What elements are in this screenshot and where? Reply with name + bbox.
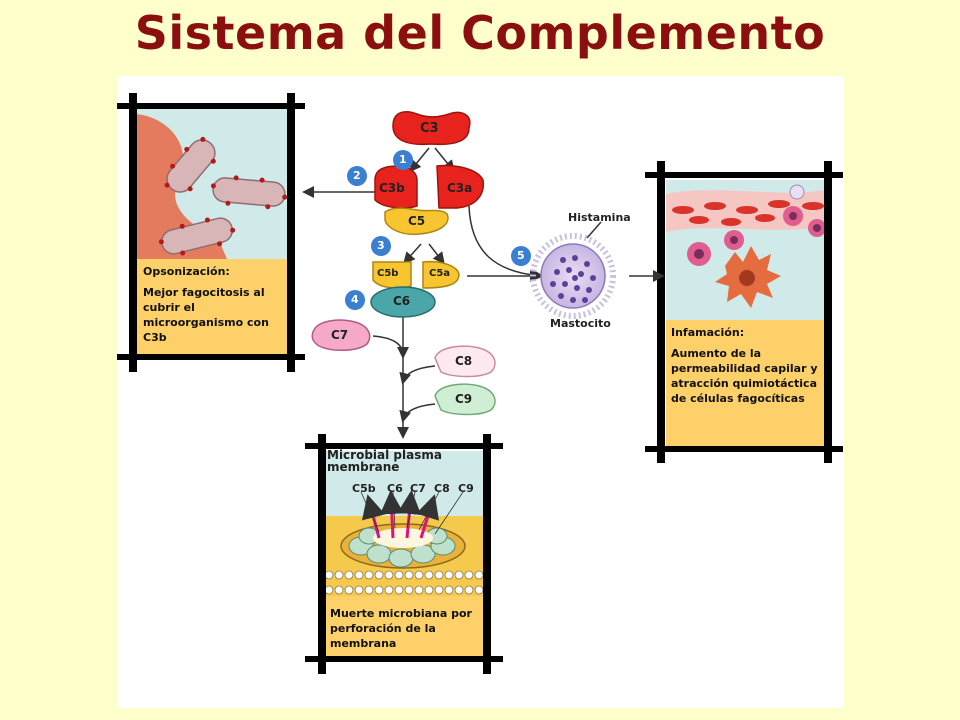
lipid-bilayer	[322, 570, 485, 596]
step-markers	[345, 150, 531, 310]
complement-diagram	[117, 93, 843, 674]
label-c3: C3	[420, 121, 439, 136]
step-3: 3	[377, 239, 385, 252]
step-1: 1	[399, 153, 407, 166]
step-4: 4	[351, 293, 359, 306]
bacteria	[158, 136, 288, 256]
muerte-panel	[305, 434, 503, 674]
protein-c5a	[422, 260, 460, 289]
opsonizacion-panel	[117, 93, 305, 372]
phagocyte-cell	[135, 114, 227, 259]
mast-cell	[530, 233, 616, 319]
label-c9: C9	[455, 392, 473, 406]
label-c6: C6	[393, 294, 411, 308]
step-2: 2	[353, 169, 361, 182]
protein-c7	[311, 319, 371, 351]
step-5: 5	[517, 249, 525, 262]
label-c5a: C5a	[429, 268, 451, 279]
page-title: Sistema del Complemento	[134, 6, 826, 60]
protein-c3b	[374, 165, 418, 209]
inflamacion-panel	[645, 161, 843, 463]
label-c5b: C5b	[377, 268, 399, 279]
label-c3a: C3a	[447, 181, 473, 195]
muerte-text: Muerte microbiana por perforación de la …	[330, 607, 472, 650]
infamacion-heading: Infamación:	[671, 326, 745, 339]
pore-label-c6: C6	[387, 482, 403, 495]
label-c3b: C3b	[379, 181, 405, 195]
protein-c6	[370, 286, 436, 318]
muerte-caption: Muerte microbiana por perforación de la …	[330, 606, 480, 657]
label-c7: C7	[331, 328, 349, 342]
cascade-arrows	[302, 147, 665, 439]
label-c8: C8	[455, 354, 473, 368]
leukocytes	[687, 184, 826, 266]
pore-label-c7: C7	[410, 482, 426, 495]
protein-c8	[434, 345, 496, 378]
label-c5: C5	[408, 214, 426, 228]
protein-c9	[434, 383, 496, 416]
pore-label-c8: C8	[434, 482, 450, 495]
opsonizacion-text: Mejor fagocitosis al cubrir el microorga…	[143, 286, 269, 344]
opsonizacion-heading: Opsonización:	[143, 265, 230, 278]
protein-c5	[384, 207, 449, 236]
infamacion-caption: Infamación: Aumento de la permeabilidad …	[671, 325, 821, 412]
red-blood-cells	[672, 200, 824, 226]
protein-c3	[392, 111, 471, 146]
histamina-label: Histamina	[568, 211, 631, 224]
protein-c3a	[436, 164, 485, 209]
opsonizacion-caption: Opsonización: Mejor fagocitosis al cubri…	[143, 264, 283, 351]
pore-label-c5b: C5b	[352, 482, 376, 495]
pore-arrows	[361, 490, 440, 539]
membrane-label: Microbial plasma membrane	[327, 448, 442, 474]
infamacion-text: Aumento de la permeabilidad capilar y at…	[671, 347, 818, 405]
pore-label-c9: C9	[458, 482, 474, 495]
diagram-canvas: C3 C3b C3a C5 C5b C5a C6 C7 C8 C9 1 2 3 …	[117, 76, 844, 708]
mastocito-label: Mastocito	[550, 317, 611, 330]
